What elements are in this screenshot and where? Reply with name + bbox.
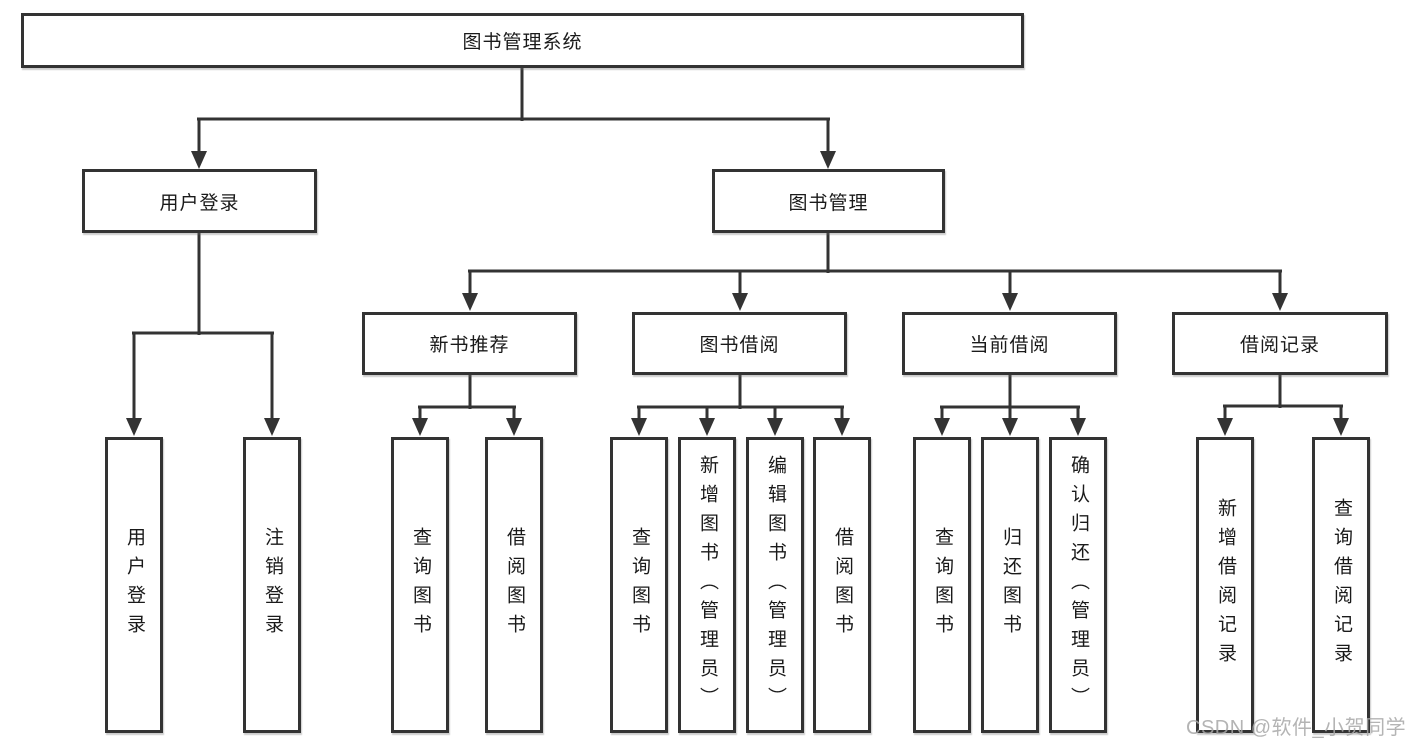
node-book-borrowing: 图书借阅 bbox=[632, 312, 847, 375]
node-leaf-borrow-books-borrowing: 借阅图书 bbox=[813, 437, 871, 733]
node-leaf-query-books-recommend: 查询图书 bbox=[391, 437, 449, 733]
node-book-management: 图书管理 bbox=[712, 169, 945, 233]
arrowheads bbox=[126, 151, 1349, 436]
node-leaf-borrow-books-recommend: 借阅图书 bbox=[485, 437, 543, 733]
node-current-borrowing: 当前借阅 bbox=[902, 312, 1117, 375]
connector-segments bbox=[132, 68, 1343, 424]
node-leaf-add-book-admin: 新增图书（管理员） bbox=[678, 437, 736, 733]
node-new-book-recommend: 新书推荐 bbox=[362, 312, 577, 375]
node-borrow-records: 借阅记录 bbox=[1172, 312, 1388, 375]
csdn-watermark: CSDN @软件_小贺同学 bbox=[1186, 717, 1405, 739]
node-leaf-confirm-return-admin: 确认归还（管理员） bbox=[1049, 437, 1107, 733]
node-leaf-return-book: 归还图书 bbox=[981, 437, 1039, 733]
node-leaf-query-books-borrowing: 查询图书 bbox=[610, 437, 668, 733]
node-leaf-query-books-current: 查询图书 bbox=[913, 437, 971, 733]
node-user-login: 用户登录 bbox=[82, 169, 317, 233]
node-library-management-system: 图书管理系统 bbox=[21, 13, 1024, 68]
node-leaf-user-login: 用户登录 bbox=[105, 437, 163, 733]
node-leaf-logout: 注销登录 bbox=[243, 437, 301, 733]
node-leaf-query-borrow-record: 查询借阅记录 bbox=[1312, 437, 1370, 733]
node-leaf-add-borrow-record: 新增借阅记录 bbox=[1196, 437, 1254, 733]
node-leaf-edit-book-admin: 编辑图书（管理员） bbox=[746, 437, 804, 733]
